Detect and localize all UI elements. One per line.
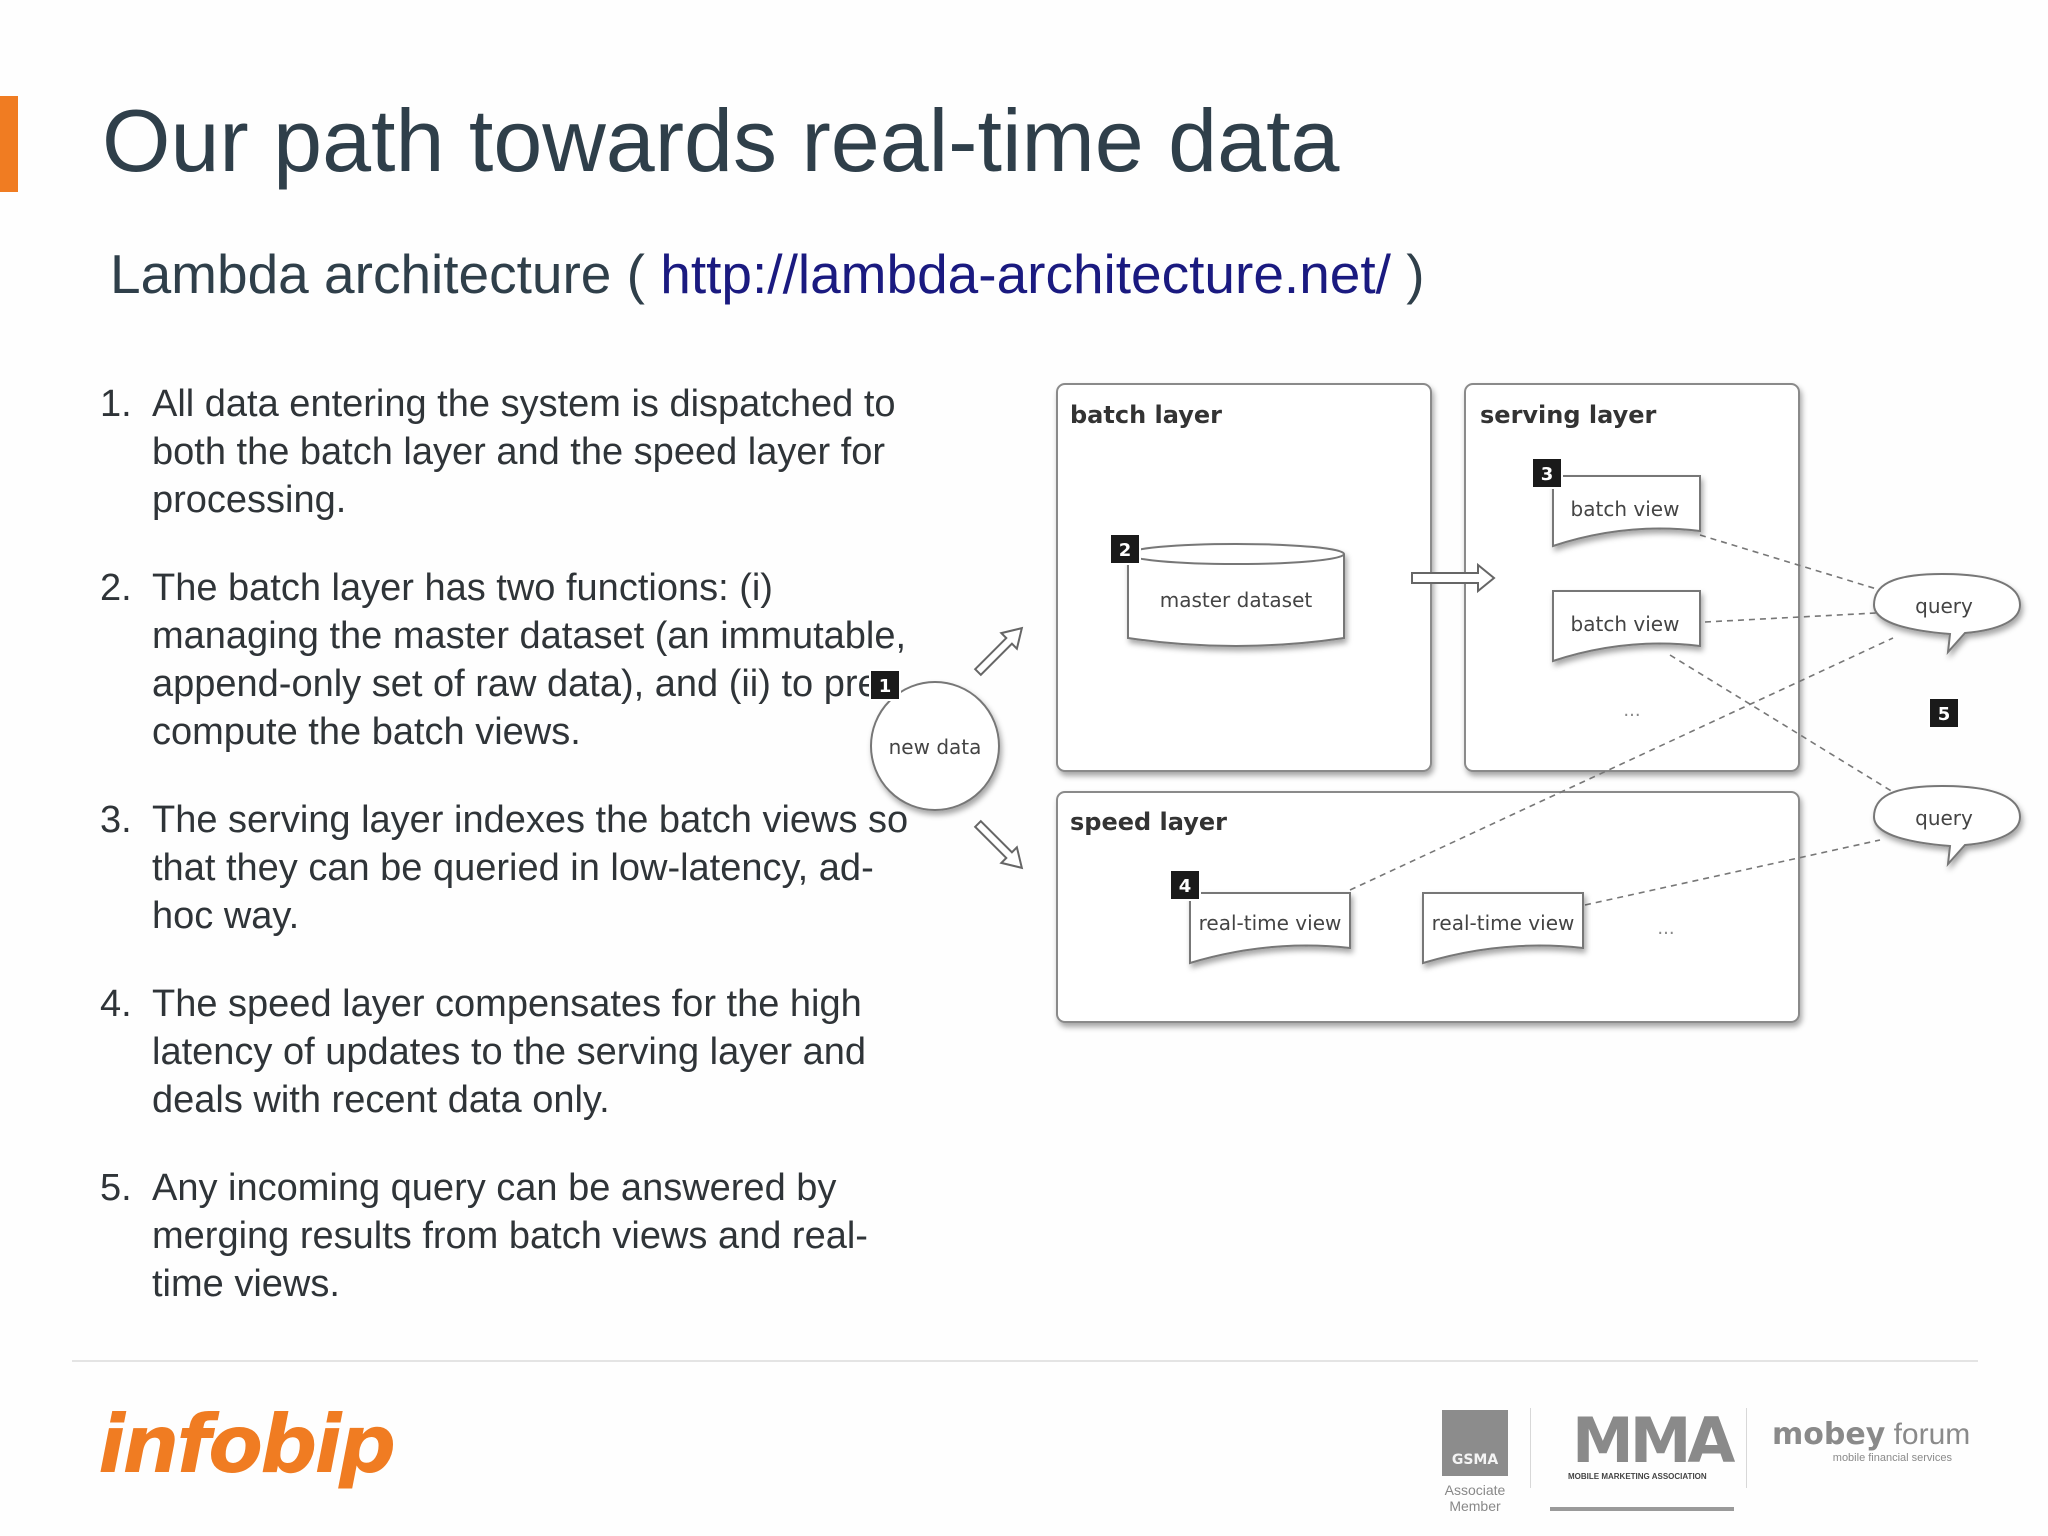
slide-title: Our path towards real-time data [102,91,1340,190]
gsma-logo: GSMA [1442,1410,1508,1476]
mobey-caption: mobile financial services [1832,1452,1952,1464]
badge-2-label: 2 [1119,540,1132,561]
arrow-to-batch-layer [973,626,1024,677]
badge-5-label: 5 [1938,704,1951,725]
serving-ellipsis: ... [1623,700,1640,721]
batch-view-doc-1 [1552,475,1701,548]
batch-view-label-2: batch view [1571,612,1680,636]
point-text: The speed layer compensates for the high… [152,983,867,1121]
subtitle-prefix: Lambda architecture ( [110,243,645,305]
lambda-architecture-link[interactable]: http://lambda-architecture.net/ [660,243,1391,305]
gsma-caption: Associate Member [1444,1482,1506,1514]
mma-logo: MMA [1572,1404,1735,1477]
subtitle: Lambda architecture ( http://lambda-arch… [110,242,1425,306]
mobey-forum-logo: mobey forum [1772,1417,1970,1452]
badge-4: 4 [1169,869,1201,901]
master-dataset-label: master dataset [1160,588,1313,612]
speed-ellipsis: ... [1657,918,1674,939]
mma-badge: MMA MOBILE MARKETING ASSOCIATION [1552,1404,1735,1482]
new-data-node [870,681,1000,811]
query-label-1: query [1915,594,1973,618]
arrow-to-speed-layer [973,819,1024,870]
badge-4-label: 4 [1179,876,1192,897]
badge-2: 2 [1109,533,1141,565]
realtime-view-label-1: real-time view [1199,911,1342,935]
master-dataset-cylinder [1127,543,1345,647]
realtime-view-doc-1 [1189,892,1351,965]
point-number: 4. [100,983,132,1025]
badge-1-label: 1 [879,676,892,697]
query-connections [1349,534,1894,906]
point-item: 5. Any incoming query can be answered by … [100,1164,920,1308]
point-item: 1. All data entering the system is dispat… [100,380,920,524]
batch-view-doc-2 [1552,590,1701,663]
mobey-forum-badge: mobey forum mobile financial services [1772,1417,1970,1465]
gsma-badge: GSMA Associate Member [1440,1410,1510,1514]
arrow-batch-to-serving [1411,562,1496,594]
point-text: All data entering the system is dispatch… [152,383,896,521]
query-label-2: query [1915,806,1973,830]
subtitle-suffix: ) [1406,243,1425,305]
logo-separator [1530,1408,1531,1488]
point-number: 3. [100,799,132,841]
mobey-bold: mobey [1772,1417,1886,1452]
badge-5: 5 [1928,697,1960,729]
infobip-logo: infobip [98,1398,396,1491]
badge-1: 1 [869,669,901,701]
point-number: 1. [100,383,132,425]
new-data-label: new data [889,735,982,759]
query-bubble-1 [1872,572,2022,655]
point-number: 2. [100,567,132,609]
badge-3-label: 3 [1541,464,1554,485]
batch-view-label-1: batch view [1571,497,1680,521]
point-text: The serving layer indexes the batch view… [152,799,909,937]
speed-layer-label: speed layer [1070,808,1227,836]
realtime-view-doc-2 [1422,892,1584,965]
realtime-view-label-2: real-time view [1432,911,1575,935]
badge-3: 3 [1531,457,1563,489]
mobey-light: forum [1893,1418,1971,1451]
point-item: 3. The serving layer indexes the batch vi… [100,796,920,940]
batch-layer-label: batch layer [1070,401,1222,429]
point-text: Any incoming query can be answered by me… [152,1167,868,1305]
logo-separator [1746,1408,1747,1488]
footer-divider [72,1360,1978,1362]
mma-caption: MOBILE MARKETING ASSOCIATION [1568,1472,1707,1481]
point-item: 2. The batch layer has two functions: (i)… [100,564,920,756]
title-accent-bar [0,96,18,192]
query-bubble-2 [1872,784,2022,867]
point-text: The batch layer has two functions: (i) m… [152,567,907,753]
point-item: 4. The speed layer compensates for the hi… [100,980,920,1124]
numbered-points-list: 1. All data entering the system is dispat… [100,380,920,1348]
point-number: 5. [100,1167,132,1209]
serving-layer-label: serving layer [1480,401,1656,429]
mma-underline [1550,1507,1734,1511]
